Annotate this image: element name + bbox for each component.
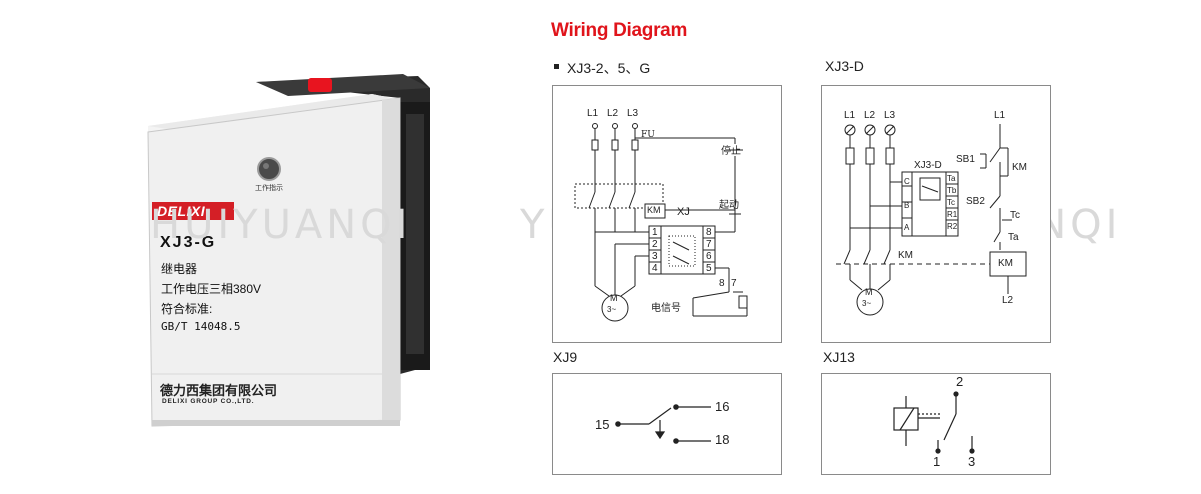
xj3-pin-8: 8 xyxy=(706,227,712,238)
xj3-start-label: 起动 xyxy=(719,200,739,211)
standard-value: GB/T 14048.5 xyxy=(161,320,241,333)
xj3-stop-label: 停止 xyxy=(721,146,741,157)
xj3-phase-l1: L1 xyxy=(587,108,599,119)
xj3d-km-contact-label: KM xyxy=(1012,162,1027,173)
xj3d-ta-label: Ta xyxy=(1008,232,1019,243)
xj3-xj-label: XJ xyxy=(677,206,690,218)
xj3d-input-b: B xyxy=(904,201,910,210)
xj3d-sb2-label: SB2 xyxy=(966,196,985,207)
xj3d-km-label: KM xyxy=(898,250,913,261)
xj3d-km-coil-label: KM xyxy=(998,258,1013,269)
product-name: 继电器 xyxy=(161,262,198,276)
xj3-motor-icon: M xyxy=(610,293,618,303)
diagram-xj3-25g: L1 L2 L3 FU 停止 起动 KM XJ 1 2 3 4 8 7 6 5 … xyxy=(552,85,782,343)
xj3d-input-a: A xyxy=(904,223,910,232)
xj3d-l1-label: L1 xyxy=(994,110,1006,121)
model-number: XJ3-G xyxy=(160,234,217,251)
xj3-phase-l3: L3 xyxy=(627,108,639,119)
xj3-motor-sub: 3~ xyxy=(607,305,617,314)
label-xj3-d: XJ3-D xyxy=(825,58,864,74)
voltage-rating: 工作电压三相380V xyxy=(161,282,262,296)
standard-label: 符合标准: xyxy=(161,302,213,316)
xj3d-l2-label: L2 xyxy=(1002,295,1014,306)
wiring-diagram-heading: Wiring Diagram xyxy=(551,20,688,41)
xj3d-term-ta: Ta xyxy=(947,174,956,183)
watermark-1: HUIYUANQI xyxy=(150,202,412,248)
xj3-pin-5: 5 xyxy=(706,263,712,274)
xj3d-motor-sub: 3~ xyxy=(862,299,872,308)
xj3d-input-c: C xyxy=(904,177,910,186)
xj9-pin-16: 16 xyxy=(715,399,730,414)
xj3d-term-r1: R1 xyxy=(947,210,958,219)
xj3-signal-pin-8: 8 xyxy=(719,278,725,289)
xj13-pin-1: 1 xyxy=(933,454,941,469)
xj13-pin-3: 3 xyxy=(968,454,976,469)
xj9-pin-18: 18 xyxy=(715,432,730,447)
bullet-icon xyxy=(554,64,559,69)
indicator-label: 工作指示 xyxy=(255,185,283,192)
brand-logo: DELIXI xyxy=(157,203,206,219)
xj3d-motor-icon: M xyxy=(865,287,873,297)
xj13-pin-2: 2 xyxy=(956,374,964,389)
xj3-signal-pin-7: 7 xyxy=(731,278,737,289)
xj3-pin-6: 6 xyxy=(706,251,712,262)
xj3d-sb1-label: SB1 xyxy=(956,154,975,165)
xj3d-relay-label: XJ3-D xyxy=(914,160,942,171)
company-en: DELIXI GROUP CO.,LTD. xyxy=(162,398,255,405)
label-xj9: XJ9 xyxy=(553,349,578,365)
xj3d-term-tb: Tb xyxy=(947,186,957,195)
diagram-xj3-d: L1 L2 L3 XJ3-D C B A Ta Tb Tc R1 R2 KM L… xyxy=(821,85,1051,343)
xj3-signal-label: 电信号 xyxy=(651,303,681,314)
xj3d-tc-label: Tc xyxy=(1010,210,1020,221)
xj3-phase-l2: L2 xyxy=(607,108,619,119)
xj3-pin-1: 1 xyxy=(652,227,658,238)
reset-button xyxy=(308,78,332,92)
xj3d-phase-l2: L2 xyxy=(864,110,876,121)
product-photo: 工作指示 DELIXI XJ3-G 继电器 工作电压三相380V 符合标准: G… xyxy=(138,74,438,484)
xj3-pin-7: 7 xyxy=(706,239,712,250)
xj3d-phase-l1: L1 xyxy=(844,110,856,121)
xj9-pin-15: 15 xyxy=(595,417,610,432)
xj3d-phase-l3: L3 xyxy=(884,110,896,121)
xj3-pin-3: 3 xyxy=(652,251,658,262)
diagram-xj13: 2 1 3 xyxy=(821,373,1051,475)
xj3-km-label: KM xyxy=(647,205,661,215)
xj3d-term-r2: R2 xyxy=(947,222,958,231)
company-cn: 德力西集团有限公司 xyxy=(160,383,278,398)
label-xj13: XJ13 xyxy=(823,349,855,365)
xj3-pin-2: 2 xyxy=(652,239,658,250)
xj3-pin-4: 4 xyxy=(652,263,658,274)
indicator-lamp-icon xyxy=(257,157,281,181)
diagram-xj9: 15 16 18 xyxy=(552,373,782,475)
xj3d-term-tc: Tc xyxy=(947,198,955,207)
label-xj3-25g: XJ3-2、5、G xyxy=(567,60,651,76)
xj3-fuse-label: FU xyxy=(641,130,655,140)
